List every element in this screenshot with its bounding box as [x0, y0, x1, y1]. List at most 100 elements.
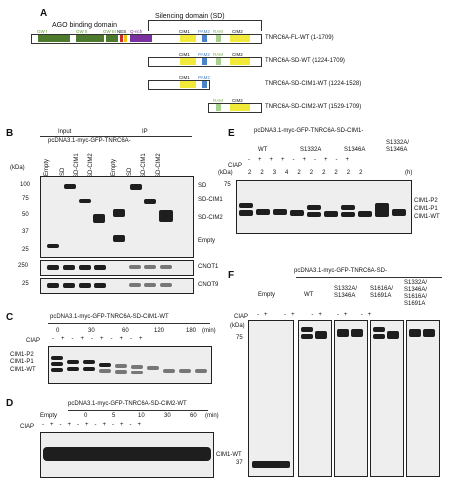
e-ciap-signs: -+++-+-+-+ — [248, 157, 358, 163]
cim2-label-sd: CIM2 — [232, 52, 243, 57]
d-time: 10 — [138, 413, 145, 419]
c-ciap: CIAP — [26, 338, 41, 344]
construct-cim2-bar — [208, 103, 262, 113]
band — [79, 199, 91, 203]
pam2-segment — [202, 58, 207, 65]
e-time: 2 — [309, 170, 323, 176]
d-unit: (min) — [205, 413, 219, 419]
b-right-label: SD-CIM2 — [198, 215, 223, 221]
e-time: 2 — [359, 170, 372, 176]
band — [273, 209, 287, 215]
cim1-label: CIM1 — [179, 29, 190, 34]
band — [99, 363, 111, 367]
cim1-segment — [180, 58, 196, 65]
band — [51, 368, 63, 372]
d-ciap-signs: -+-+-+-+-+-+ — [42, 422, 148, 428]
band — [252, 461, 290, 468]
cim1-segment — [180, 81, 196, 88]
band — [315, 331, 327, 339]
e-times: 2234222222 — [248, 170, 371, 177]
d-header-line — [68, 410, 208, 411]
d-time: 60 — [190, 413, 197, 419]
d-blot — [40, 432, 214, 478]
band — [113, 209, 125, 217]
d-empty: Empty — [40, 413, 58, 419]
ram-label-c2: RAM — [213, 98, 223, 103]
b-input-label: Input — [58, 129, 72, 135]
band — [179, 369, 191, 373]
f-plasmid: pcDNA3.1-myc-GFP-TNRC6A-SD- — [294, 268, 388, 274]
band — [341, 205, 355, 210]
qrich-segment — [130, 35, 152, 42]
band — [79, 265, 91, 270]
band — [307, 212, 321, 217]
b-ip-label: IP — [142, 129, 148, 135]
band — [64, 184, 76, 189]
e-time: 4 — [285, 170, 298, 176]
d-plasmid: pcDNA3.1-myc-GFP-TNRC6A-SD-CIM2-WT — [68, 401, 187, 407]
band — [337, 329, 349, 337]
band — [307, 205, 321, 210]
b-plasmid: pcDNA3.1-myc-GFP-TNRC6A- — [48, 138, 131, 144]
band — [301, 327, 313, 332]
band — [392, 209, 406, 216]
band — [94, 265, 106, 270]
band — [47, 283, 59, 288]
qrich-label: Q-rich — [130, 29, 143, 34]
f-ciap: CIAP — [234, 314, 249, 320]
gw1-segment — [38, 35, 70, 42]
gw3-label: GW III — [103, 29, 116, 34]
construct-fl-bar — [31, 34, 262, 44]
pam2-segment — [202, 35, 207, 42]
panel-label-a: A — [40, 8, 48, 19]
band — [324, 211, 338, 217]
nes-segment — [120, 35, 123, 42]
e-time: 2 — [248, 170, 261, 176]
band — [163, 369, 175, 373]
band — [129, 283, 141, 287]
ram-segment — [216, 35, 221, 42]
band — [239, 203, 253, 208]
band — [63, 265, 75, 270]
b-lane-label: Empty — [111, 158, 117, 176]
band — [115, 370, 127, 374]
band — [423, 329, 435, 337]
nes-label: NES — [117, 29, 127, 34]
band — [115, 364, 127, 368]
c-time: 180 — [186, 328, 197, 334]
band — [375, 203, 389, 217]
band — [129, 265, 141, 269]
c-ciap-signs: -+-+-+-+-+ — [52, 336, 150, 342]
band — [51, 362, 63, 366]
band — [113, 235, 125, 242]
f-marker: 37 — [236, 460, 243, 466]
pam2-label-sd: PAM2 — [198, 52, 210, 57]
gw2-label: GW II — [76, 29, 88, 34]
b-lane-label: SD-CIM2 — [88, 153, 94, 178]
e-ciap: CIAP — [228, 163, 243, 169]
d-ciap: CIAP — [20, 424, 35, 430]
cim1-label-c1: CIM1 — [179, 75, 190, 80]
band — [256, 209, 270, 215]
band — [144, 199, 156, 204]
b-marker: 25 — [22, 281, 29, 287]
b-lane-label: Empty — [44, 158, 50, 176]
b-lane-label: SD — [60, 167, 66, 176]
gw2-segment — [76, 35, 104, 42]
e-time: 2 — [297, 170, 310, 176]
e-band-label: CIM1-P2 — [414, 198, 438, 204]
band — [131, 371, 143, 374]
b-right-label: CNOT1 — [198, 264, 219, 270]
gw3-segment — [106, 35, 118, 42]
band — [290, 210, 304, 216]
e-kda: (kDa) — [218, 170, 233, 176]
e-time: 2 — [260, 170, 273, 176]
band — [373, 327, 385, 332]
b-right-label: Empty — [198, 238, 216, 244]
e-plasmid: pcDNA3.1-myc-GFP-TNRC6A-SD-CIM1- — [254, 128, 364, 134]
b-lane-label: SD-CIM1 — [74, 153, 80, 178]
e-blot — [236, 180, 412, 234]
c-time: 30 — [88, 328, 95, 334]
d-band-label: CIM1-WT — [216, 452, 242, 458]
construct-fl-label: TNRC6A-FL-WT (1-1709) — [265, 35, 334, 41]
